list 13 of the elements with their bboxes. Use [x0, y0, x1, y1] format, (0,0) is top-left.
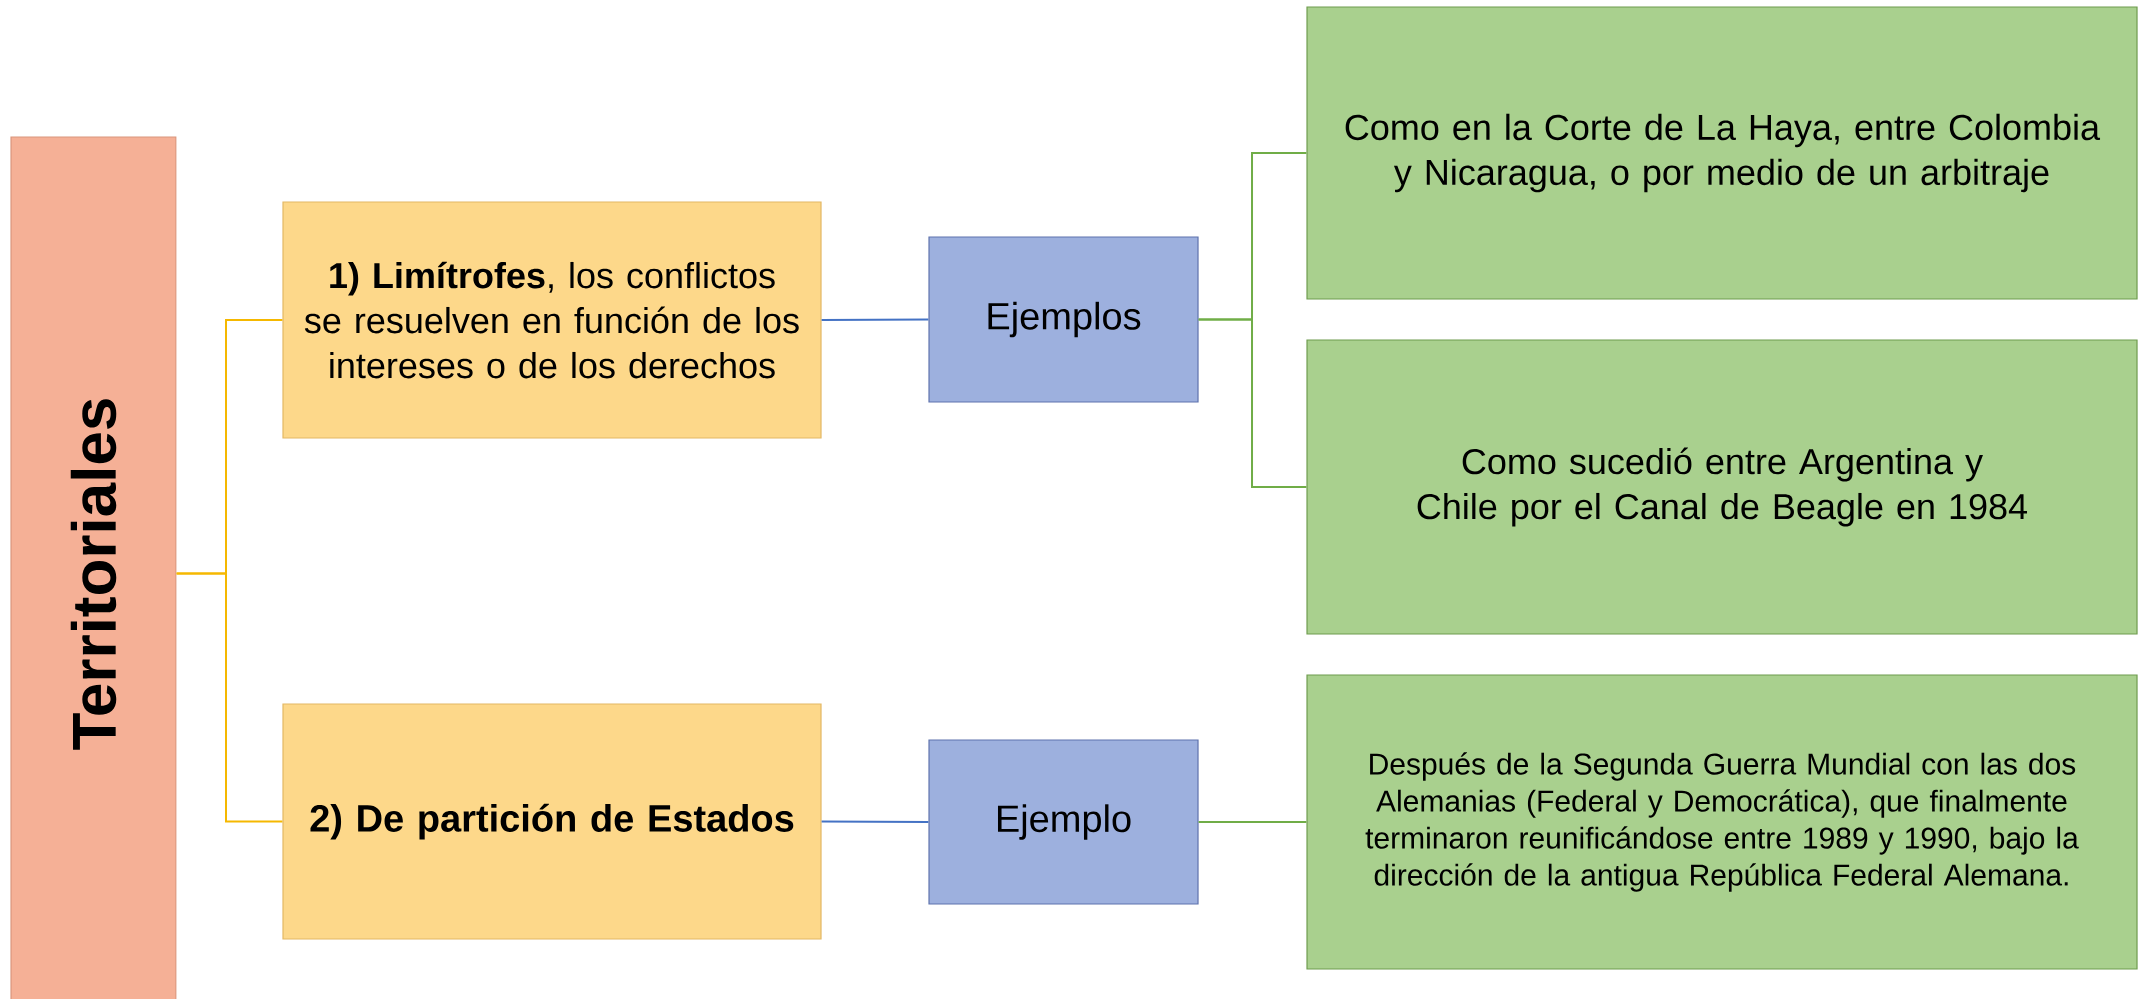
example-box: Como en la Corte de La Haya, entre Colombia y Nicaragua, o por medio de un arbitraje [1306, 6, 2138, 300]
connector-line [175, 572, 284, 823]
category-box: 1) Limítrofes, los conflictos se resuelven en función de los intereses o de los derechos [282, 201, 822, 439]
title-bar: Territoriales [10, 136, 177, 999]
example-box: Después de la Segunda Guerra Mundial con las dos Alemanias (Federal y Democrática), que finalmente terminaron reunificándose entre 1989 y 1990, bajo la dirección de la antigua República Federal Alemana. [1306, 674, 2138, 970]
category-box: 2) De partición de Estados [282, 703, 822, 940]
connector-line [820, 318, 930, 321]
example-box: Como sucedió entre Argentina y Chile por el Canal de Beagle en 1984 [1306, 339, 2138, 635]
connector-line [820, 820, 930, 823]
label-box: Ejemplo [928, 739, 1199, 905]
connector-line [1197, 821, 1308, 823]
connector-line [1197, 318, 1308, 488]
label-box: Ejemplos [928, 236, 1199, 403]
